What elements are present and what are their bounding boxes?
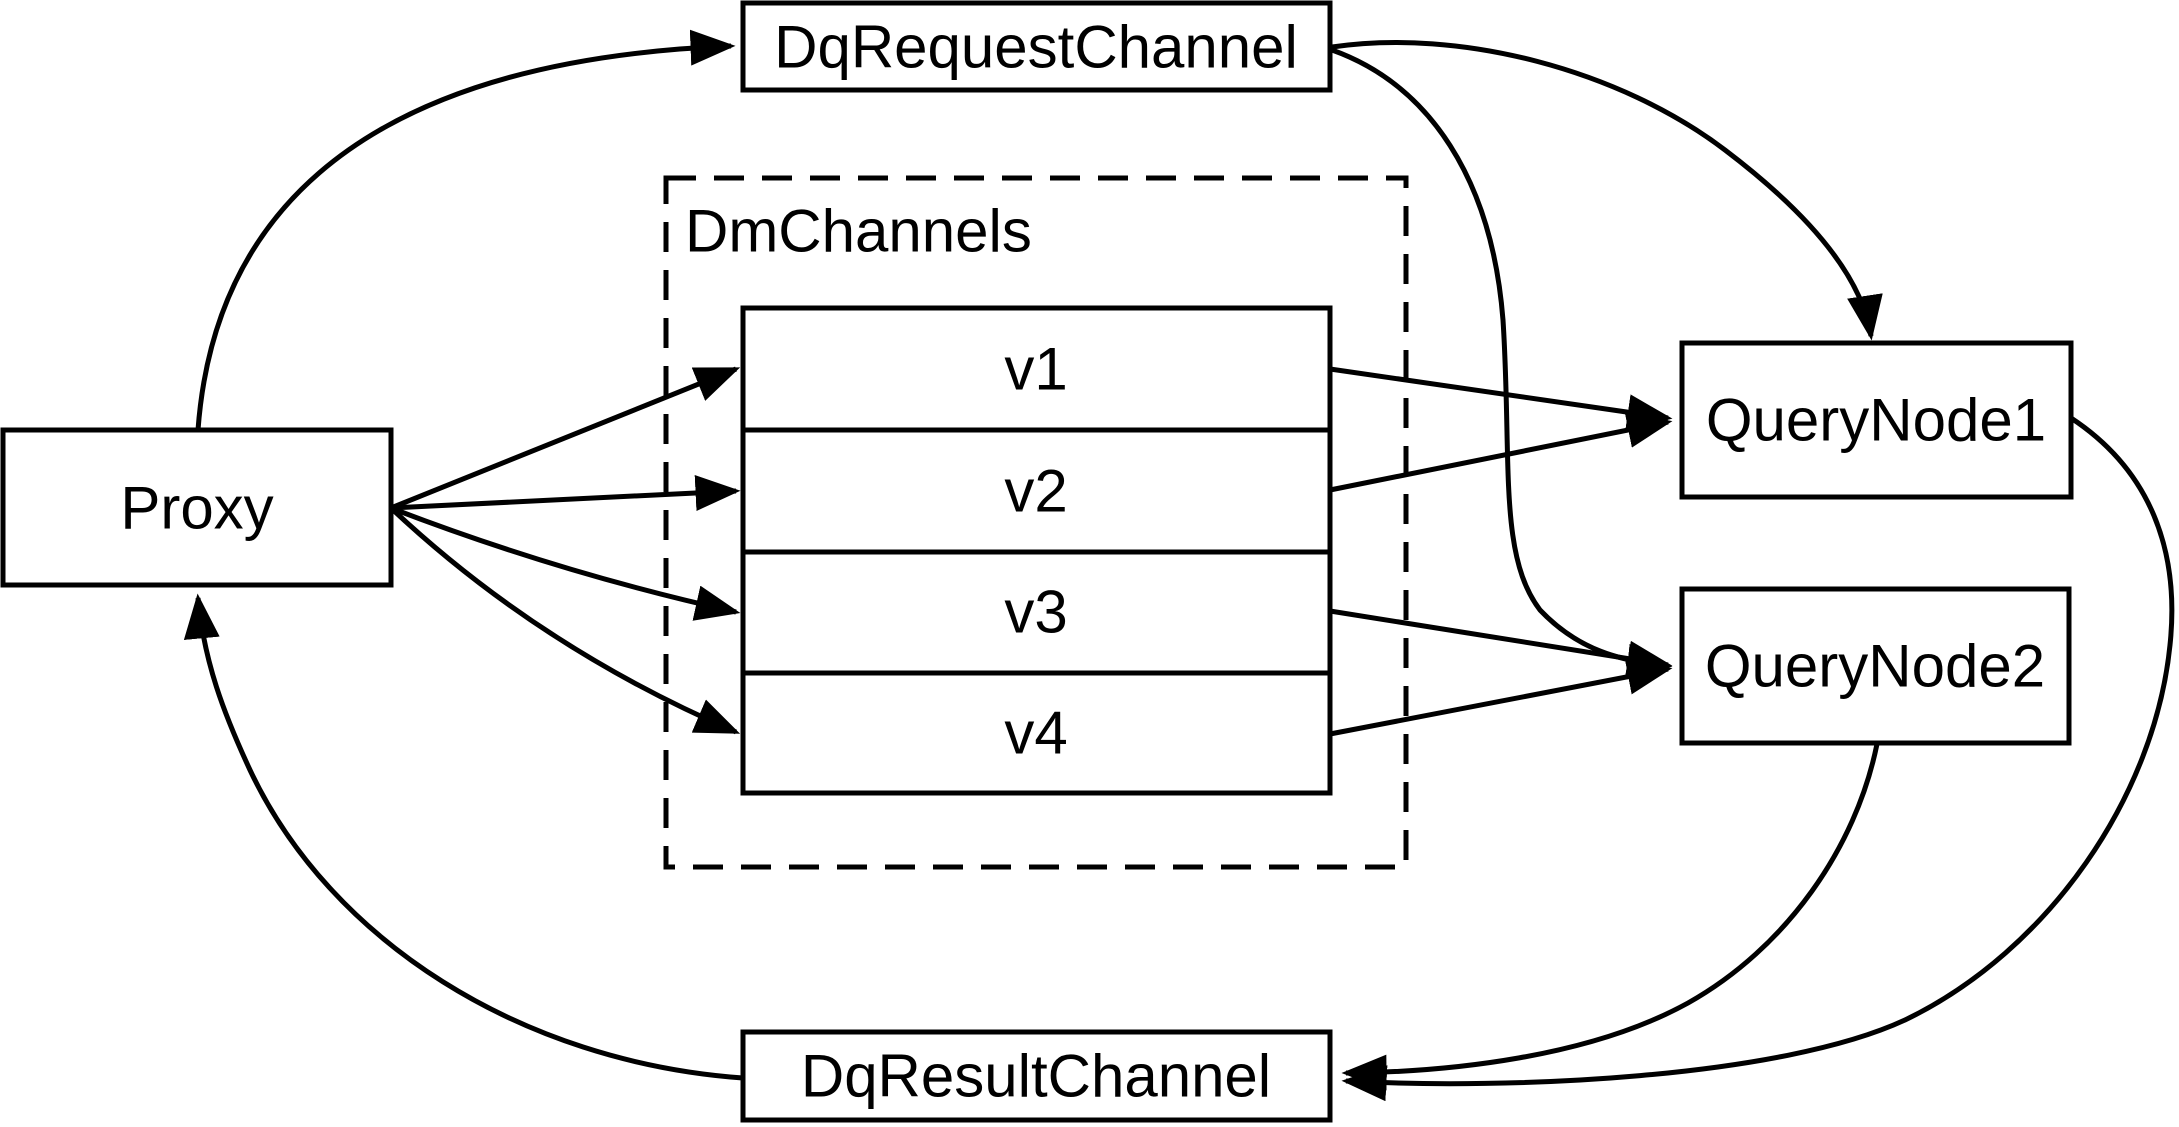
channel-row-v3-label: v3 (1004, 579, 1067, 646)
edge-dqresultchannel-to-proxy (183, 593, 744, 1081)
dmchannels-label: DmChannels (685, 198, 1032, 265)
node-querynode1: QueryNode1 (1679, 340, 2074, 500)
dmchannels-group: DmChannels v1 v2 v3 v4 (663, 175, 1409, 870)
node-proxy: Proxy (0, 427, 394, 588)
channel-row-v2 (740, 427, 1333, 555)
proxy-box (0, 427, 394, 588)
dmchannels-container (663, 175, 1409, 870)
querynode1-box (1679, 340, 2074, 500)
node-dqresultchannel: DqResultChannel (740, 1029, 1333, 1123)
channel-row-v2-label: v2 (1004, 458, 1067, 525)
channel-row-v3 (740, 549, 1333, 676)
edge-proxy-to-v1 (390, 366, 741, 511)
channel-row-v1-label: v1 (1004, 336, 1067, 403)
channel-row-v4-label: v4 (1004, 700, 1067, 767)
edge-proxy-to-dqrequestchannel (195, 29, 736, 431)
edge-querynode1-to-dqresultchannel (1341, 415, 2175, 1102)
dqresultchannel-label: DqResultChannel (801, 1043, 1271, 1110)
channel-table: v1 v2 v3 v4 (740, 305, 1333, 796)
edge-v2-to-querynode1 (1329, 412, 1673, 493)
edge-proxy-to-v4 (389, 506, 741, 735)
edge-v1-to-querynode1 (1329, 366, 1673, 431)
node-querynode2: QueryNode2 (1679, 586, 2072, 746)
edge-v3-to-querynode2 (1329, 608, 1673, 677)
edge-proxy-to-v2 (390, 475, 741, 511)
proxy-label: Proxy (120, 475, 273, 542)
edge-querynode2-to-dqresultchannel (1341, 743, 1880, 1091)
dqresultchannel-box (740, 1029, 1333, 1123)
edge-proxy-to-v3 (390, 505, 741, 621)
querynode1-label: QueryNode1 (1706, 387, 2046, 454)
dqrequestchannel-label: DqRequestChannel (774, 14, 1298, 81)
edges (183, 29, 2175, 1102)
edge-v4-to-querynode2 (1329, 658, 1673, 737)
edge-dqrequestchannel-to-querynode2 (1331, 47, 1673, 680)
node-dqrequestchannel: DqRequestChannel (740, 0, 1333, 93)
querynode2-box (1679, 586, 2072, 746)
channel-row-v4 (740, 670, 1333, 796)
edge-dqrequestchannel-to-querynode1 (1331, 40, 1883, 341)
channel-row-v1 (740, 305, 1333, 433)
dqrequestchannel-box (740, 0, 1333, 93)
querynode2-label: QueryNode2 (1705, 633, 2045, 700)
